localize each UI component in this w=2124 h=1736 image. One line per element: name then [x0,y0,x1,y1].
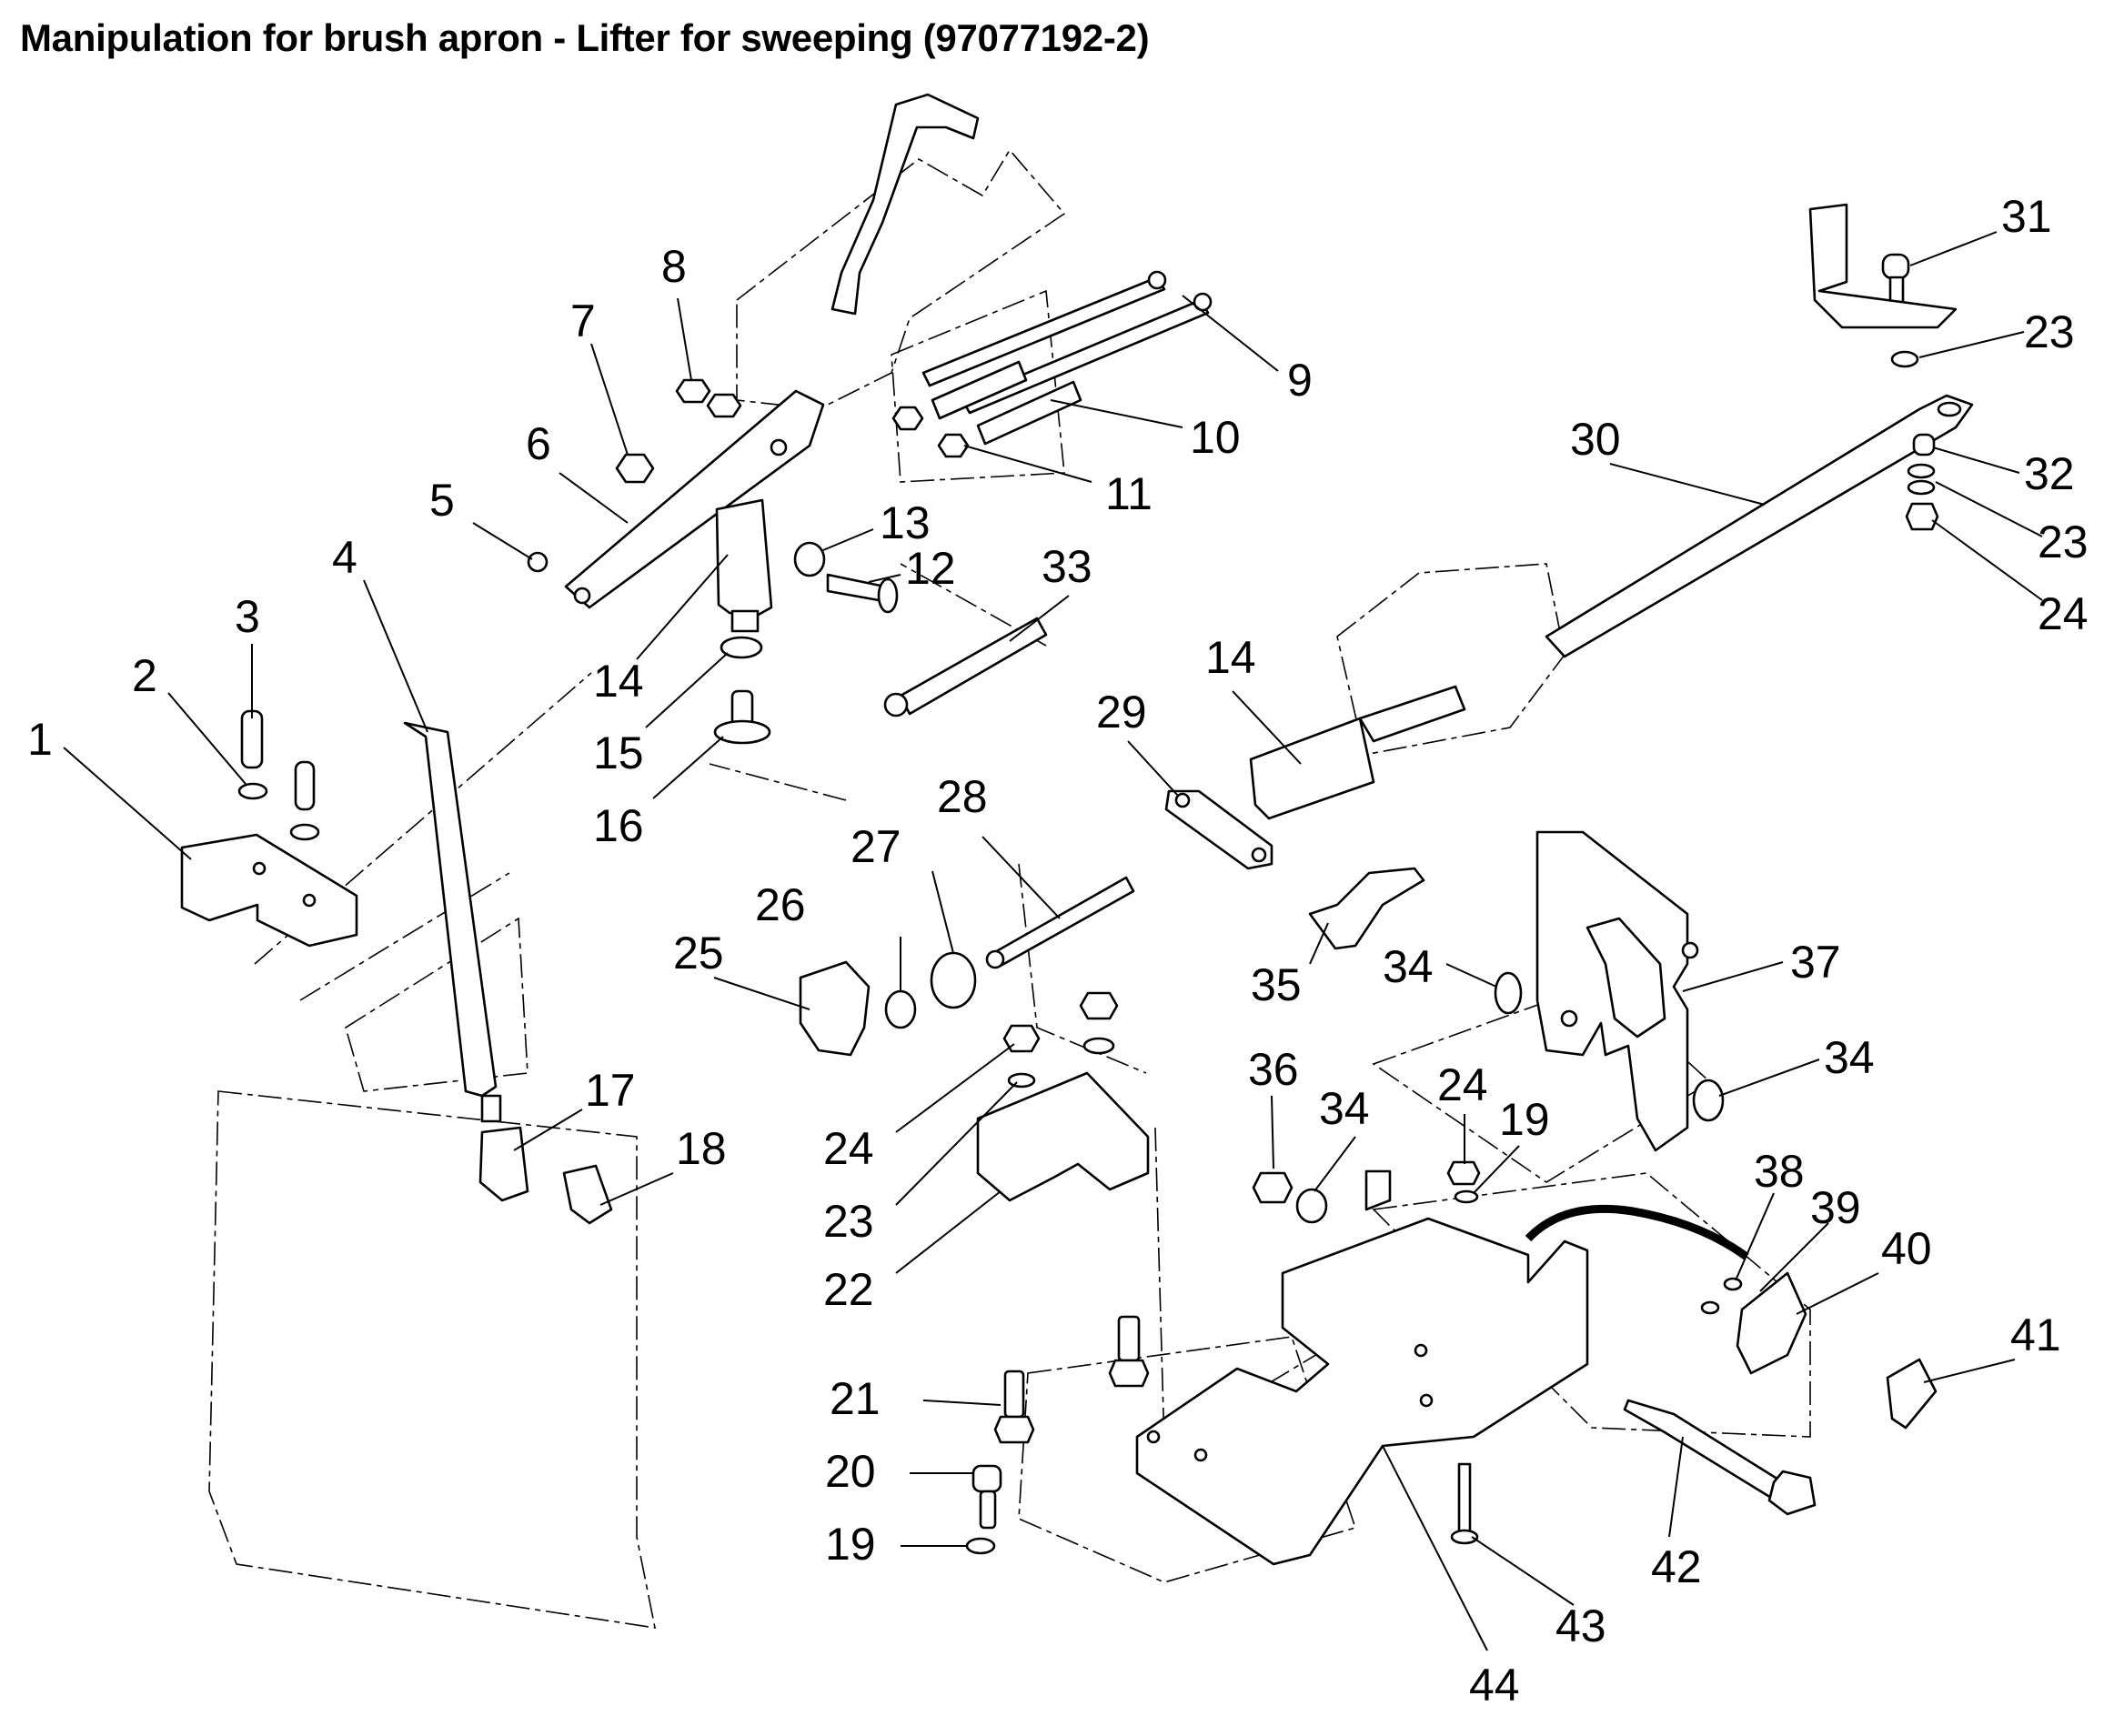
part-5-7-8-nuts [527,378,742,573]
callout-label: 35 [1251,959,1302,1010]
part-11-nuts [891,406,970,458]
part-34-washers [1295,971,1725,1224]
callout-label: 32 [2024,448,2075,499]
part-1-bracket [180,833,358,948]
part-33-spring [883,617,1048,717]
callout-label: 31 [2001,191,2052,242]
part-10-spacers [931,360,1082,446]
part-17-18 [478,1126,613,1225]
part-23-24-center [1002,991,1119,1089]
part-26-27-washers [884,951,977,1029]
callout-label: 19 [825,1519,876,1570]
part-15-16 [713,636,771,745]
callout-label: 7 [570,296,596,346]
callout-label: 44 [1469,1660,1520,1711]
callout-label: 29 [1096,687,1147,738]
callout-label: 33 [1042,541,1092,592]
callout-label: 27 [851,821,901,872]
callout-label: 23 [2024,306,2075,357]
part-43-screw [1450,1462,1479,1545]
part-6-arm [564,389,825,609]
callout-label: 39 [1810,1182,1861,1233]
callout-label: 2 [132,650,157,701]
part-22-block [976,1071,1150,1202]
callout-label: 40 [1881,1223,1932,1274]
callout-label: 1 [27,714,53,765]
diagram-title: Manipulation for brush apron - Lifter fo… [20,16,1150,59]
callout-label: 15 [593,728,644,778]
callout-label: 30 [1570,414,1621,465]
callout-label: 23 [2038,517,2089,567]
callout-label: 3 [235,591,260,642]
callout-label: 19 [1499,1094,1550,1145]
part-19-20-21 [965,1315,1150,1555]
callout-label: 21 [830,1373,881,1424]
callout-label: 25 [673,928,724,978]
part-12-13-pin [793,541,899,614]
leader-lines [63,231,2043,1651]
part-25-knob [799,960,871,1057]
callout-label: 10 [1190,412,1241,463]
callout-label: 6 [526,418,551,469]
part-37-plate [1535,830,1699,1152]
part-30-31-rod [1545,203,1974,658]
part-42-long-bolt [1623,1399,1817,1516]
callout-label: 24 [823,1123,874,1174]
callout-label: 43 [1555,1601,1606,1651]
callout-label: 17 [585,1065,636,1116]
callout-label: 14 [593,656,644,707]
callout-label: 13 [880,497,931,548]
part-38-39-40-switch [1700,1271,1807,1375]
callout-labels: 1 2 3 4 5 6 7 8 9 10 11 12 13 14 15 16 3… [27,191,2089,1711]
part-14-clevis-right [1249,685,1466,820]
part-41 [1886,1358,1938,1430]
callout-label: 14 [1205,632,1256,683]
part-28-threaded-rod [985,876,1135,969]
part-36-nut [1252,1171,1294,1204]
callout-label: 34 [1824,1032,1875,1083]
part-24-19-right [1446,1160,1481,1204]
callout-label: 11 [1105,468,1153,519]
handle [830,93,980,316]
callout-label: 18 [676,1123,727,1174]
callout-label: 8 [661,241,687,292]
callout-label: 34 [1319,1083,1370,1134]
callout-label: 20 [825,1446,876,1497]
callout-label: 22 [823,1264,874,1315]
part-9-bolts [921,270,1213,415]
callout-label: 36 [1248,1044,1299,1095]
callout-label: 42 [1651,1541,1702,1592]
callout-label: 9 [1287,355,1313,406]
callout-label: 28 [937,771,988,822]
callout-label: 16 [593,800,644,851]
callout-label: 41 [2010,1310,2061,1360]
parts [180,93,1974,1566]
part-14-clevis-left [715,498,773,633]
part-44-main-bracket [1135,1169,1589,1566]
callout-label: 24 [2038,588,2089,639]
part-23-32-24-right [1890,350,1939,531]
callout-label: 26 [755,879,806,930]
callout-label: 34 [1383,941,1434,992]
callout-label: 4 [332,532,357,583]
callout-label: 5 [429,475,455,526]
part-35-clip [1308,867,1425,950]
part-29-link [1164,789,1273,870]
cable [1525,1204,1749,1260]
callout-label: 23 [823,1196,874,1247]
part-2-3-bolts [237,709,320,841]
callout-label: 37 [1790,937,1841,988]
callout-label: 38 [1754,1146,1805,1197]
part-4-lever [403,721,502,1123]
callout-label: 12 [905,543,956,594]
callout-label: 24 [1437,1059,1488,1110]
